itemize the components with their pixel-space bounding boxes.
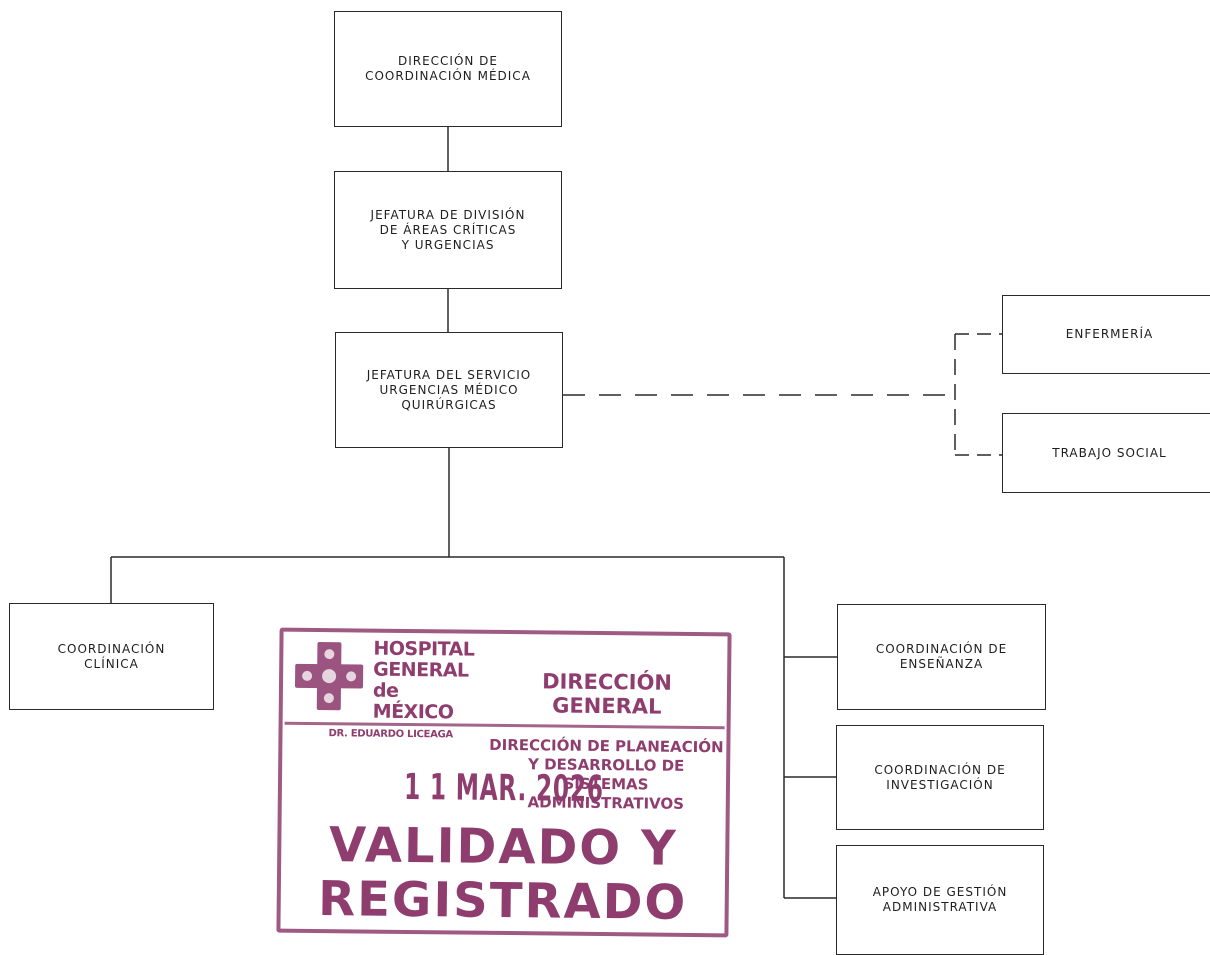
stamp-doctor-name: DR. EDUARDO LICEAGA xyxy=(328,728,453,741)
box-coordinacion-clinica: COORDINACIÓN CLÍNICA xyxy=(9,603,214,710)
box-jefatura-servicio: JEFATURA DEL SERVICIO URGENCIAS MÉDICO Q… xyxy=(335,332,563,448)
stamp-office-title: DIRECCIÓN GENERAL xyxy=(542,669,673,719)
hospital-cross-icon xyxy=(295,642,364,711)
box-enfermeria: ENFERMERÍA xyxy=(1002,295,1210,374)
stamp-status: VALIDADO Y REGISTRADO xyxy=(317,817,688,931)
stamp-hospital-name: HOSPITAL GENERAL de MÉXICO xyxy=(372,637,475,724)
validation-stamp: HOSPITAL GENERAL de MÉXICO DIRECCIÓN GEN… xyxy=(276,627,732,938)
box-trabajo-social: TRABAJO SOCIAL xyxy=(1002,413,1210,493)
box-coordinacion-investigacion: COORDINACIÓN DE INVESTIGACIÓN xyxy=(836,725,1044,830)
stamp-date: 1 1 MAR. 2026 xyxy=(403,766,604,811)
box-apoyo-gestion-administrativa: APOYO DE GESTIÓN ADMINISTRATIVA xyxy=(836,845,1044,955)
box-coordinacion-ensenanza: COORDINACIÓN DE ENSEÑANZA xyxy=(837,604,1046,710)
box-direccion-coordinacion-medica: DIRECCIÓN DE COORDINACIÓN MÉDICA xyxy=(334,11,562,127)
box-jefatura-division: JEFATURA DE DIVISIÓN DE ÁREAS CRÍTICAS Y… xyxy=(334,171,562,289)
